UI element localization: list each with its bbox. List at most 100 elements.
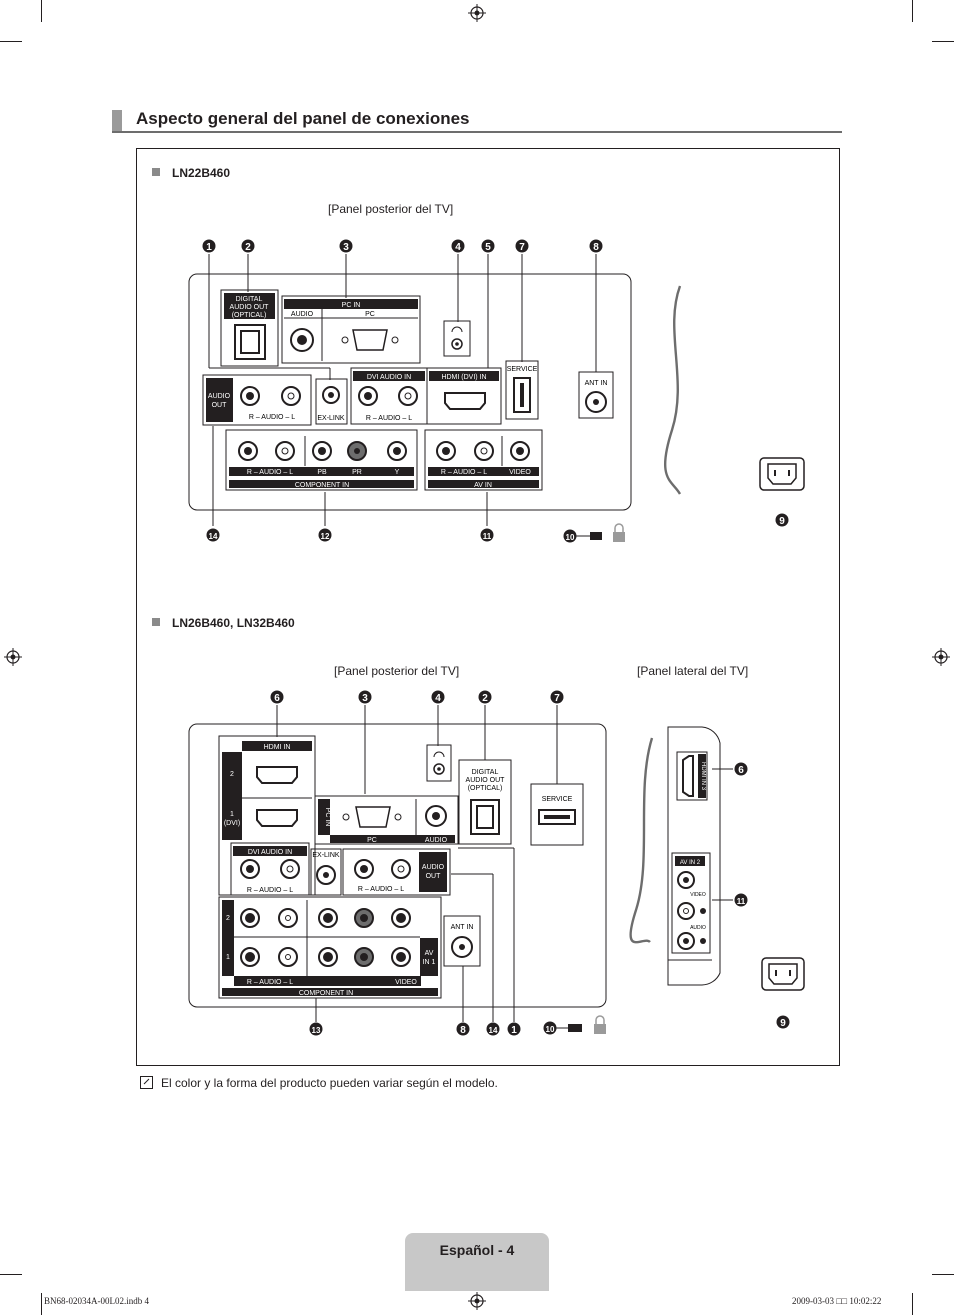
title-rule [112, 131, 842, 133]
model-name: LN22B460 [172, 166, 231, 180]
callout-number: 8 [460, 1025, 466, 1036]
callout-number: 3 [362, 693, 368, 704]
label-digital-2: AUDIO OUT [466, 777, 506, 784]
label-side-hdmi: HDMI IN 3 [700, 762, 706, 791]
label-hdmi-1-dvi: (DVI) [224, 820, 240, 827]
label-comp-audio-rl: R – AUDIO – L [247, 469, 293, 476]
callout-number: 2 [245, 242, 251, 253]
callout-number: 10 [566, 533, 575, 542]
label-ant-in: ANT IN [451, 924, 474, 931]
model-2-rear-and-side-panel-diagram: HDMI IN 2 1 (DVI) PC IN PC AUDIO DIGITAL… [188, 690, 805, 1036]
label-side-video: VIDEO [690, 892, 706, 898]
callout-number: 7 [554, 693, 560, 704]
label-side-audio: AUDIO [690, 925, 706, 931]
label-av-video: VIDEO [509, 469, 531, 476]
crop-mark [932, 41, 954, 42]
label-ex-link: EX-LINK [312, 852, 340, 859]
crop-mark [912, 0, 913, 22]
panel-caption: [Panel posterior del TV] [328, 202, 454, 216]
label-pc-audio: AUDIO [425, 837, 448, 844]
registration-mark-icon [468, 1292, 486, 1310]
callout-number: 4 [455, 242, 461, 253]
crop-mark [41, 1293, 42, 1315]
callout-number: 6 [274, 693, 280, 704]
label-audio-out-1: AUDIO [422, 864, 445, 871]
callout-number: 4 [435, 693, 441, 704]
label-hdmi-1: 1 [230, 811, 234, 818]
label-pc-audio: AUDIO [291, 311, 314, 318]
callout-number: 1 [511, 1025, 517, 1036]
label-dvi-audio-rl: R – AUDIO – L [247, 887, 293, 894]
model-heading: LN26B460, LN32B460 [152, 616, 295, 630]
callout-number: 8 [593, 242, 599, 253]
label-dvi-audio-in: DVI AUDIO IN [367, 374, 411, 381]
label-audio-out-1: AUDIO [208, 393, 231, 400]
callout-number: 11 [483, 532, 492, 541]
model-heading: LN22B460 [152, 166, 230, 180]
callout-number: 14 [209, 532, 218, 541]
label-side-av-in-2: AV IN 2 [680, 860, 701, 866]
note-text: El color y la forma del producto pueden … [161, 1076, 498, 1090]
label-pc: PC [367, 837, 377, 844]
label-row-2: 2 [226, 915, 230, 922]
crop-mark [912, 1293, 913, 1315]
callout-number: 9 [779, 516, 785, 527]
label-audio-rl: R – AUDIO – L [249, 414, 295, 421]
label-av-in-1a: AV [425, 950, 434, 957]
label-audio-out-2: OUT [426, 873, 442, 880]
label-av-audio-rl: R – AUDIO – L [441, 469, 487, 476]
label-dvi-audio-in: DVI AUDIO IN [248, 849, 292, 856]
callout-number: 7 [519, 242, 525, 253]
label-pb: PB [317, 469, 327, 476]
page-title: Aspecto general del panel de conexiones [136, 109, 470, 128]
callout-number: 6 [738, 765, 744, 776]
bullet-square-icon [152, 168, 160, 176]
label-audio-out-rl: R – AUDIO – L [358, 886, 404, 893]
page-number-tab: Español - 4 [405, 1233, 549, 1291]
imprint-file: BN68-02034A-00L02.indb 4 [44, 1296, 149, 1306]
bullet-square-icon [152, 618, 160, 626]
model-1-rear-panel-diagram: DIGITAL AUDIO OUT (OPTICAL) PC IN AUDIO … [188, 239, 805, 543]
label-dvi-audio-rl: R – AUDIO – L [366, 415, 412, 422]
label-pc-in: PC IN [342, 302, 361, 309]
label-pr: PR [352, 469, 362, 476]
diagram-frame [136, 148, 840, 1066]
label-y: Y [395, 469, 400, 476]
label-component-in: COMPONENT IN [299, 990, 353, 997]
callout-number: 14 [489, 1026, 498, 1035]
callout-number: 13 [312, 1026, 321, 1035]
callout-number: 5 [485, 242, 491, 253]
label-pc: PC [365, 311, 375, 318]
label-av-in: AV IN [474, 482, 492, 489]
label-hdmi-in: HDMI IN [264, 744, 291, 751]
label-av-in-1b: IN 1 [423, 959, 436, 966]
imprint-timestamp: 2009-03-03 □□ 10:02:22 [792, 1296, 882, 1306]
crop-mark [932, 1274, 954, 1275]
label-digital-3: (OPTICAL) [468, 785, 503, 792]
label-hdmi-2: 2 [230, 771, 234, 778]
label-audio-out-2: OUT [212, 402, 228, 409]
label-ant-in: ANT IN [585, 380, 608, 387]
label-pc-in: PC IN [324, 808, 331, 827]
label-ex-link: EX-LINK [317, 415, 345, 422]
label-digital-3: (OPTICAL) [232, 312, 267, 319]
power-socket-icon [759, 457, 805, 491]
callout-number: 10 [546, 1025, 555, 1034]
registration-mark-icon [932, 648, 950, 666]
label-comp-audio-rl: R – AUDIO – L [247, 979, 293, 986]
label-service: SERVICE [507, 366, 538, 373]
label-comp-video: VIDEO [395, 979, 417, 986]
registration-mark-icon [4, 648, 22, 666]
crop-mark [0, 1274, 22, 1275]
label-component-in: COMPONENT IN [295, 482, 349, 489]
registration-mark-icon [468, 4, 486, 22]
callout-number: 11 [737, 897, 746, 906]
crop-mark [41, 0, 42, 22]
label-row-1: 1 [226, 954, 230, 961]
callout-number: 9 [780, 1018, 786, 1029]
label-service: SERVICE [542, 796, 573, 803]
panel-caption-rear: [Panel posterior del TV] [334, 664, 460, 678]
callout-number: 3 [343, 242, 349, 253]
kensington-lock-icon [613, 532, 625, 542]
label-digital-1: DIGITAL [472, 769, 499, 776]
